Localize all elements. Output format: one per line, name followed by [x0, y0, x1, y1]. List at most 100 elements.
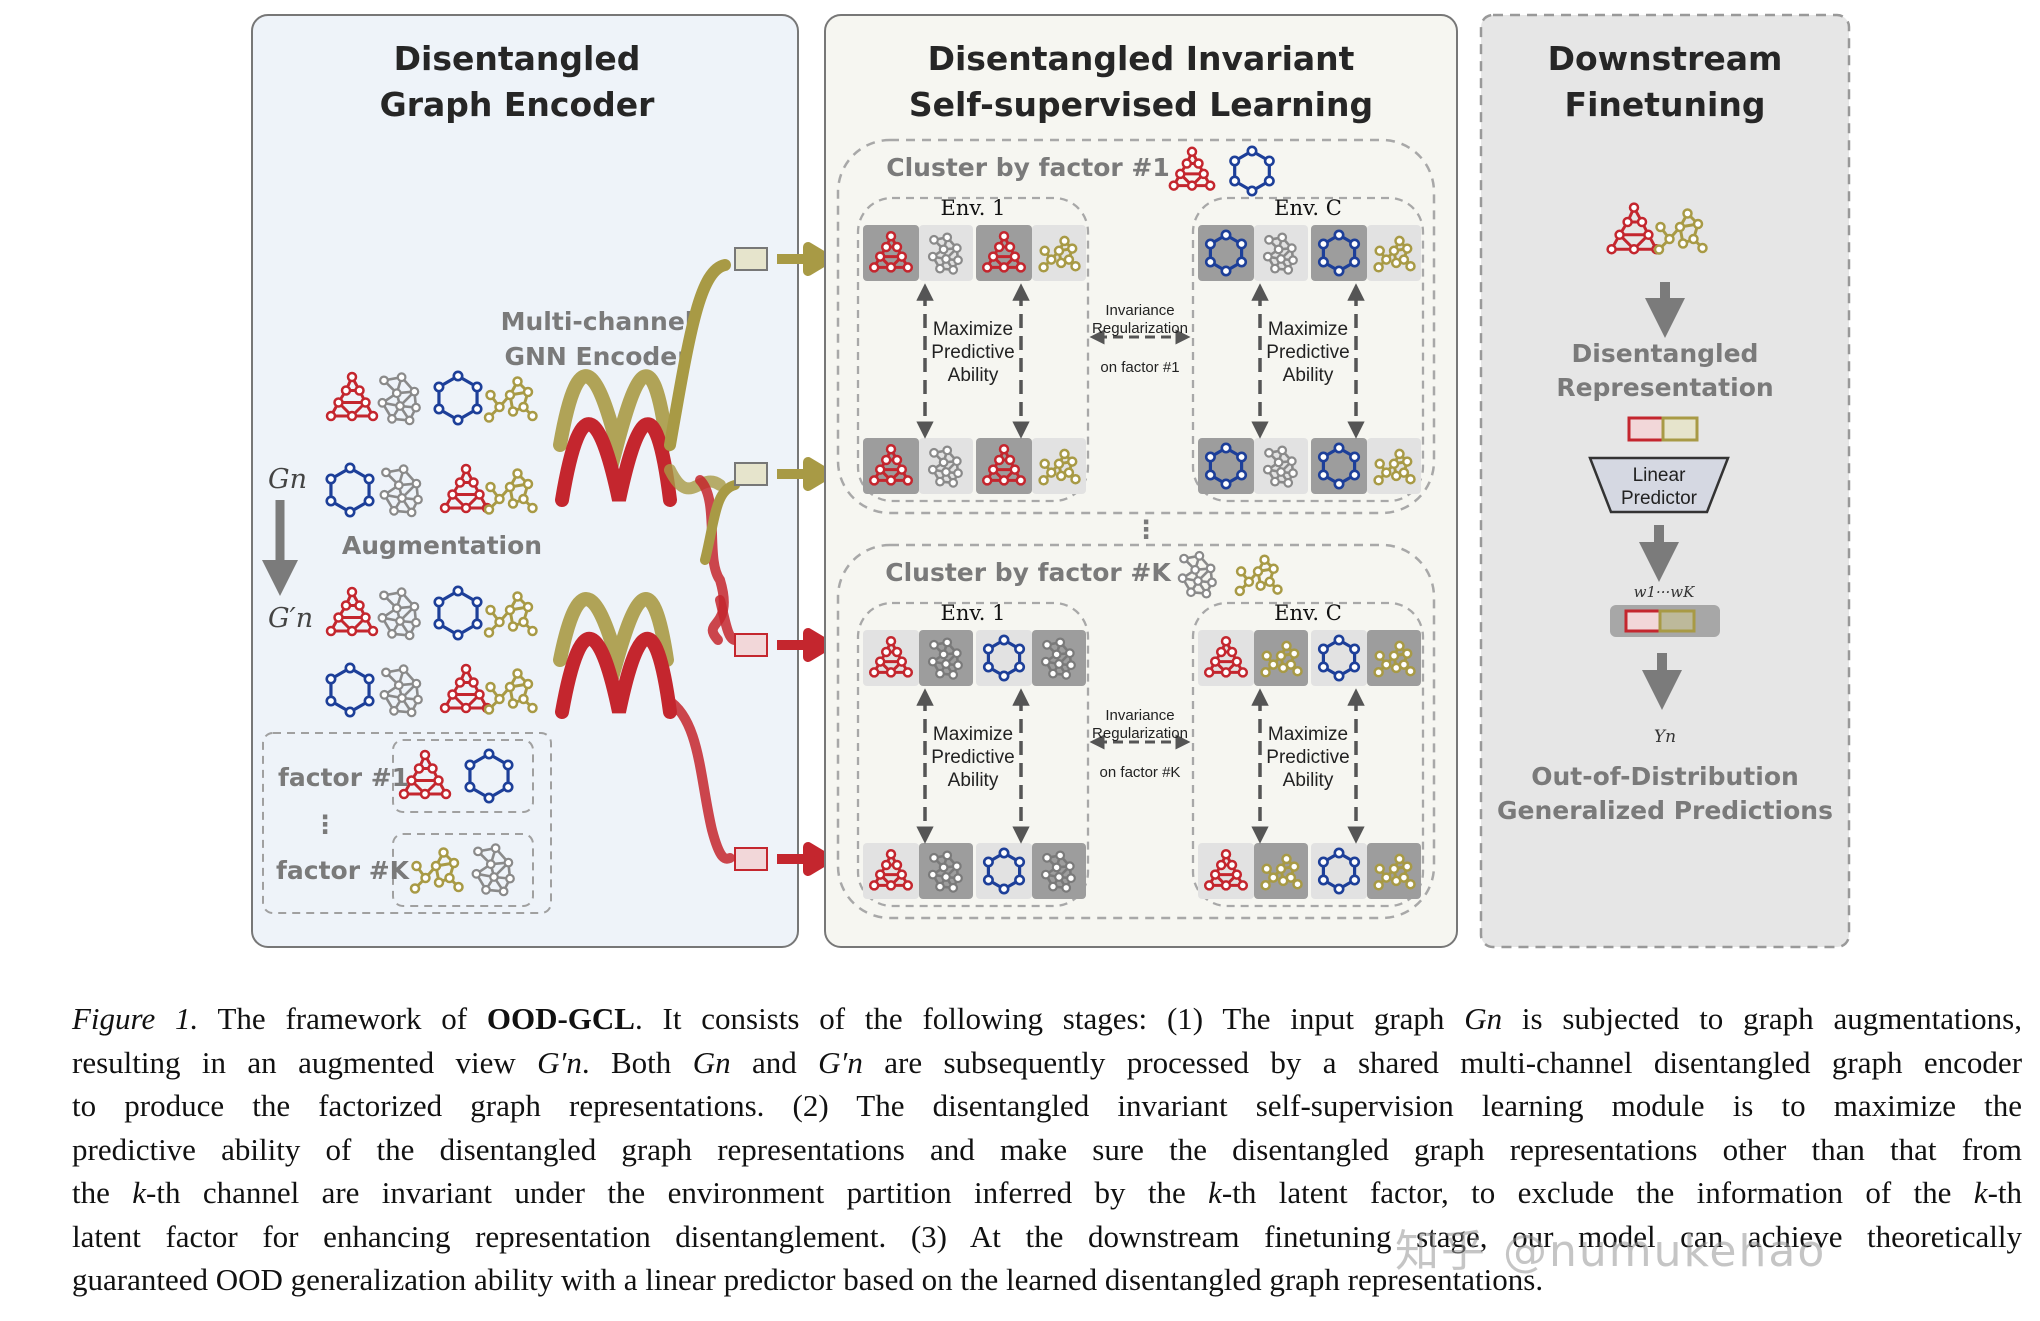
caption-text: and: [730, 1044, 819, 1080]
ssl-title-line1: Disentangled Invariant: [928, 39, 1355, 78]
caption-math: k: [1208, 1175, 1222, 1210]
caption-text: resulting in an augmented view: [72, 1044, 538, 1080]
graph-pair-tile: [863, 630, 973, 686]
maximize-label: Maximize: [1268, 724, 1348, 745]
caption-math: Gn: [692, 1044, 731, 1080]
repr-label-line2: Representation: [1556, 373, 1773, 402]
maximize-label: Maximize: [933, 724, 1013, 745]
red-graph-icon: [868, 443, 914, 486]
input-graph-label: Gn: [268, 464, 307, 495]
maximize-label: Ability: [1283, 770, 1334, 791]
red-graph-icon: [325, 371, 379, 422]
downstream-title-line2: Finetuning: [1565, 85, 1766, 124]
framework-figure: Disentangled Graph Encoder Multi-channel…: [251, 13, 1851, 949]
watermark: 知乎 @numukehao: [1395, 1226, 1827, 1277]
gray-graph-icon: [379, 664, 423, 718]
gnn-encoder-channels: [553, 259, 740, 864]
blue-graph-icon: [1204, 229, 1248, 277]
augmentation-label: Augmentation: [342, 531, 542, 560]
caption-math: k: [1973, 1175, 1988, 1210]
gray-graph-icon: [927, 232, 963, 275]
caption-math: G′n: [537, 1044, 582, 1080]
invariance-label: Invariance: [1105, 302, 1174, 319]
factor-k-gold-graph-icon: [409, 847, 464, 894]
augmented-graph-symbol: G′n: [268, 603, 313, 634]
blue-graph-icon: [982, 847, 1026, 895]
gnn-label-line2: GNN Encoder: [504, 342, 690, 371]
gold-graph-icon: [1260, 640, 1303, 678]
graph-pair-tile: [1311, 438, 1421, 494]
ssl-panel: Disentangled Invariant Self-supervised L…: [824, 14, 1458, 948]
repr-label-line1: Disentangled: [1572, 339, 1759, 368]
factor-dots: ⋮: [313, 810, 338, 839]
output-label: Yn: [1654, 727, 1676, 747]
caption-text: . It consists of the following stages: (…: [634, 1001, 1465, 1036]
caption-line-7: guaranteed OOD generalization ability wi…: [72, 1262, 1544, 1297]
encoder-graph-icons: [325, 370, 538, 897]
downstream-gold-graph-icon: [1653, 208, 1708, 255]
caption-text: -th latent factor, to exclude the inform…: [1221, 1175, 1974, 1210]
factor-k-gray-graph-icon: [471, 843, 515, 897]
gold-graph-icon: [1038, 235, 1081, 273]
weighted-representation-vector: [1610, 605, 1720, 637]
cluster-label: Cluster by factor #K: [885, 558, 1172, 587]
ssl-title-line2: Self-supervised Learning: [909, 85, 1373, 124]
cluster-gray-graph-icon: [1177, 550, 1217, 599]
graph-pair-tile: [1311, 225, 1421, 281]
caption-text: -th channel are invariant under the envi…: [146, 1175, 1209, 1210]
red-graph-icon: [1203, 848, 1249, 891]
blue-graph-icon: [325, 662, 375, 718]
env-label: Env. C: [1274, 196, 1342, 220]
graph-pair-tile: [863, 225, 973, 281]
graph-pair-tile: [976, 843, 1086, 899]
gold-graph-icon: [1260, 853, 1303, 891]
blue-graph-icon: [1204, 442, 1248, 490]
maximize-label: Predictive: [1266, 747, 1349, 768]
env-label: Env. C: [1274, 601, 1342, 625]
graph-pair-tile: [976, 630, 1086, 686]
gold-graph-icon: [1038, 448, 1081, 486]
encoder-panel: Disentangled Graph Encoder Multi-channel…: [251, 14, 799, 948]
result-label-line1: Out-of-Distribution: [1531, 762, 1799, 791]
caption-line-3: to produce the factorized graph represen…: [72, 1088, 2022, 1123]
red-graph-icon: [981, 230, 1027, 273]
cluster-blue-graph-icon: [1229, 145, 1275, 197]
blue-graph-icon: [1317, 229, 1361, 277]
downstream-panel: Downstream Finetuning Disentangled Repre…: [1479, 13, 1851, 949]
blue-graph-icon: [1317, 847, 1361, 895]
graph-pair-tile: [863, 438, 973, 494]
factor-k-label: factor #K: [276, 856, 411, 885]
factor-legend-box: [262, 732, 552, 914]
maximize-label: Predictive: [931, 342, 1014, 363]
input-graph-symbol: Gn: [268, 464, 307, 495]
gray-graph-icon: [927, 637, 963, 680]
gold-graph-icon: [483, 591, 538, 638]
gold-graph-icon: [483, 668, 538, 715]
factor-1-label: factor #1: [278, 763, 409, 792]
caption-math: Gn: [1464, 1001, 1503, 1036]
gold-graph-icon: [1373, 235, 1416, 273]
linear-predictor: Linear Predictor: [1588, 456, 1730, 514]
gray-graph-icon: [927, 445, 963, 488]
caption-text: -th: [1987, 1175, 2022, 1210]
red-graph-icon: [325, 586, 379, 637]
graph-pair-tile: [1198, 225, 1308, 281]
gray-graph-icon: [1262, 445, 1298, 488]
representation-outputs: [734, 242, 833, 876]
figure-caption: Figure 1. The framework of OOD-GCL. It c…: [72, 997, 2022, 1302]
blue-graph-icon: [982, 634, 1026, 682]
downstream-input-graph: [1606, 202, 1708, 255]
caption-text: The framework of: [198, 1001, 487, 1036]
maximize-label: Predictive: [931, 747, 1014, 768]
encoder-title-line2: Graph Encoder: [380, 85, 656, 124]
gold-graph-icon: [483, 376, 538, 423]
graph-pair-tile: [1311, 843, 1421, 899]
blue-graph-icon: [1317, 634, 1361, 682]
graph-pair-tile: [1198, 438, 1308, 494]
gray-graph-icon: [377, 587, 421, 641]
blue-graph-icon: [1317, 442, 1361, 490]
caption-line-6: latent factor for enhancing representati…: [72, 1218, 2022, 1254]
